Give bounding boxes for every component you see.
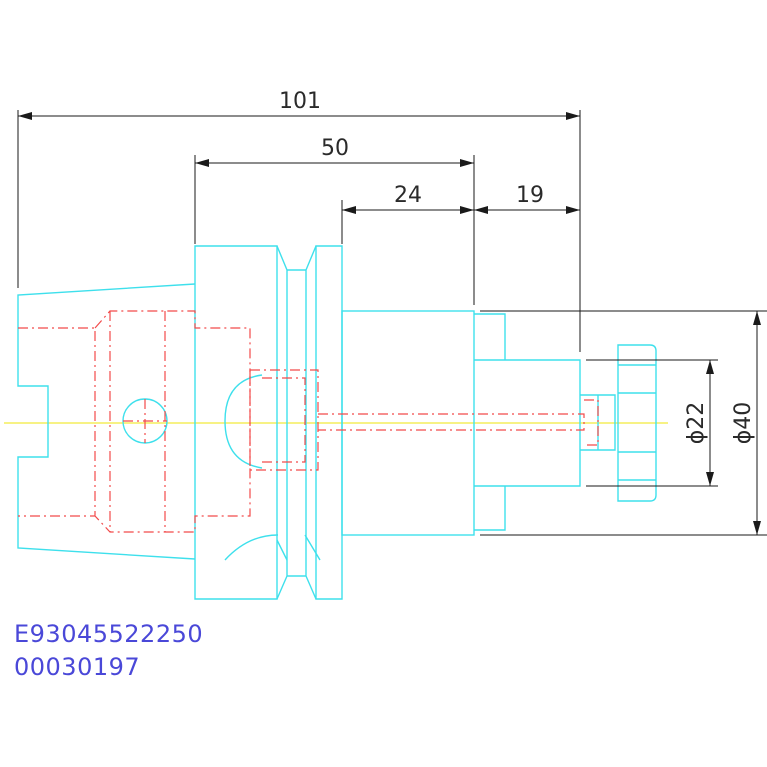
end-cap-outline xyxy=(580,394,616,451)
hidden-small-bore xyxy=(318,399,599,446)
dim-nut-length: 19 xyxy=(516,183,544,208)
dim-body-length: 50 xyxy=(321,136,349,161)
dimension-lines xyxy=(17,110,767,536)
v-groove xyxy=(276,245,317,600)
end-insert-outline xyxy=(617,344,657,502)
order-code: 00030197 xyxy=(14,653,140,681)
collet-taper-outline xyxy=(17,283,196,560)
second-flange xyxy=(315,245,343,600)
cone-relief xyxy=(224,534,321,561)
shank-body xyxy=(341,310,475,536)
bore-arc xyxy=(224,374,263,469)
hidden-lines xyxy=(18,310,599,533)
dim-shank-length: 24 xyxy=(394,183,422,208)
dim-large-diameter: ϕ40 xyxy=(731,402,756,445)
part-number-code: E93045522250 xyxy=(14,620,203,648)
hidden-collet-bore xyxy=(18,310,251,533)
nut-outline xyxy=(474,313,581,531)
hidden-cross-hole-axis xyxy=(123,399,167,443)
dim-small-diameter: ϕ22 xyxy=(684,402,709,445)
dim-overall-length: 101 xyxy=(279,89,321,114)
